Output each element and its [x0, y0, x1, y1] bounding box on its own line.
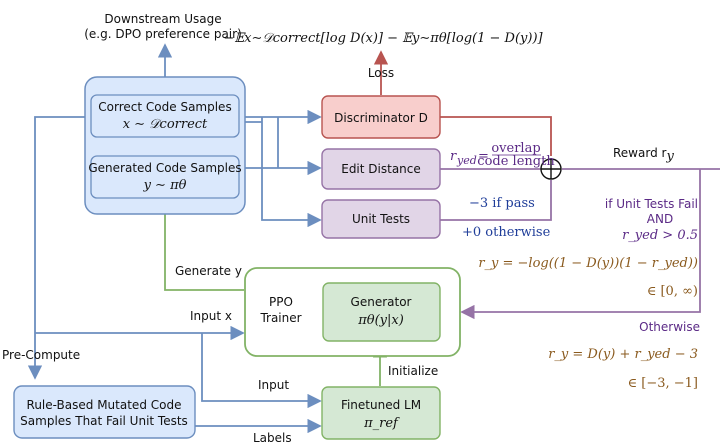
loss-formula: −𝔼x∼𝒟correct[log D(x)] − 𝔼y∼πθ[log(1 − D… — [223, 31, 543, 46]
mutated-line2: Samples That Fail Unit Tests — [20, 414, 188, 428]
generated-code-math: y ∼ πθ — [143, 178, 187, 193]
loss-label: Loss — [368, 66, 394, 80]
finetuned-title: Finetuned LM — [341, 398, 421, 412]
ppo-trainer-line2: Trainer — [259, 311, 301, 325]
formula-other: r_y = D(y) + r_yed − 3 — [548, 347, 698, 362]
cond-fail-line3: r_yed > 0.5 — [622, 228, 698, 243]
range-fail: ∈ [0, ∞) — [647, 284, 698, 299]
discriminator-label: Discriminator D — [334, 111, 428, 125]
mutated-line1: Rule-Based Mutated Code — [27, 398, 182, 412]
generate-y-label: Generate y — [175, 264, 242, 278]
formula-fail: r_y = −log((1 − D(y))(1 − r_yed)) — [478, 256, 698, 271]
ryed-eq: = — [478, 149, 489, 164]
ppo-trainer-line1: PPO — [269, 295, 293, 309]
discriminator-box[interactable] — [321, 95, 441, 139]
correct-code-title: Correct Code Samples — [98, 100, 231, 114]
unit-tests-box[interactable] — [321, 199, 441, 239]
generator-math: πθ(y|x) — [357, 313, 404, 328]
reward-label: Reward ry — [613, 146, 674, 164]
generated-code-title: Generated Code Samples — [88, 161, 241, 175]
ryed-numerator: overlap — [491, 141, 540, 156]
otherwise-zero: +0 otherwise — [462, 225, 551, 240]
generated-code-samples-box[interactable] — [90, 155, 240, 199]
finetuned-math: π_ref — [363, 416, 400, 431]
mutated-code-box[interactable] — [13, 385, 196, 439]
generator-box[interactable] — [322, 282, 441, 342]
edit-distance-box[interactable] — [321, 148, 441, 190]
sum-node-icon — [540, 158, 562, 180]
connectors — [27, 43, 720, 434]
input-label: Input — [258, 378, 289, 392]
range-other: ∈ [−3, −1] — [628, 376, 699, 391]
otherwise-label: Otherwise — [639, 320, 700, 334]
ryed-formula: r yed = overlap code length — [450, 141, 555, 169]
ryed-lhs: r — [450, 149, 457, 164]
finetuned-lm-box[interactable] — [321, 386, 441, 440]
generator-title: Generator — [351, 295, 412, 309]
correct-code-math: x ∼ 𝒟correct — [123, 117, 208, 132]
labels-label: Labels — [253, 431, 292, 445]
pass-penalty: −3 if pass — [469, 196, 535, 211]
unit-tests-label: Unit Tests — [352, 212, 410, 226]
ryed-denominator: code length — [477, 154, 555, 169]
initialize-label: Initialize — [388, 364, 438, 378]
cond-fail-line1: if Unit Tests Fail — [605, 197, 698, 211]
downstream-title: Downstream Usage — [104, 12, 221, 26]
edit-distance-label: Edit Distance — [341, 162, 421, 176]
downstream-subtitle: (e.g. DPO preference pair) — [84, 27, 242, 41]
precompute-label: Pre-Compute — [2, 348, 80, 362]
ryed-sub: yed — [456, 154, 477, 167]
correct-code-samples-box[interactable] — [90, 94, 240, 138]
cond-fail-line2: AND — [647, 212, 673, 226]
input-x-label: Input x — [190, 309, 232, 323]
